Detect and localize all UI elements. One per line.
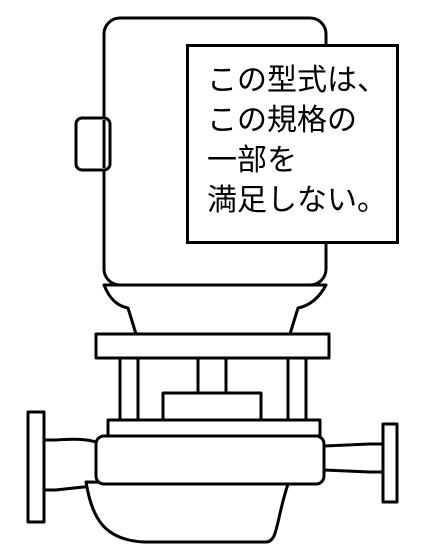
volute-bowl xyxy=(84,480,290,544)
pump-cover xyxy=(106,418,322,438)
suction-flange xyxy=(26,410,46,524)
discharge-flange xyxy=(381,422,399,504)
note-box: この型式は、 この規格の 一部を 満足しない。 xyxy=(186,44,399,244)
note-line-1: この型式は、 xyxy=(207,63,387,98)
support-leg-right xyxy=(286,356,308,422)
note-line-2: この規格の xyxy=(207,103,357,138)
coupling-block xyxy=(161,391,263,422)
note-line-4: 満足しない。 xyxy=(207,183,387,218)
note-line-3: 一部を xyxy=(207,143,297,178)
motor-adapter xyxy=(102,283,328,336)
terminal-box xyxy=(74,116,112,172)
support-leg-left xyxy=(118,356,140,422)
discharge-nozzle xyxy=(322,442,385,474)
motor-flange xyxy=(94,332,331,360)
pump-casing xyxy=(94,434,326,486)
shaft-coupling xyxy=(196,356,228,396)
